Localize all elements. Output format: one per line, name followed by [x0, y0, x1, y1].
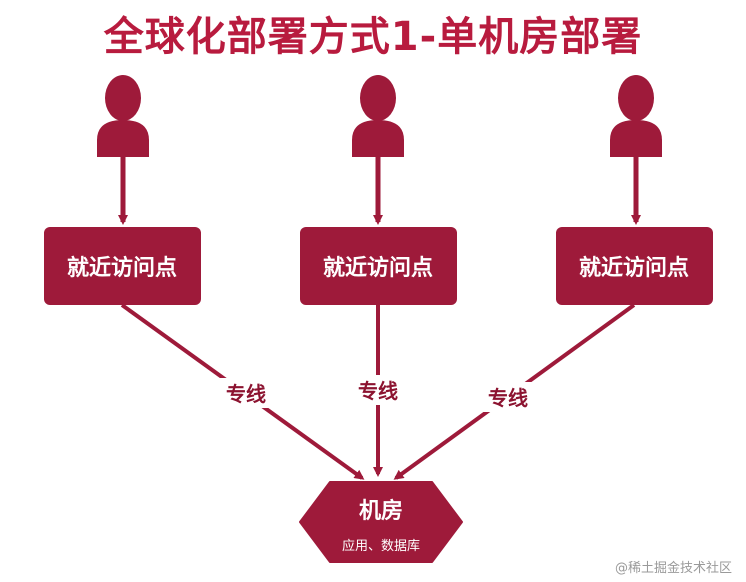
diagram-title: 全球化部署方式1-单机房部署 [0, 4, 746, 62]
user-icon [97, 75, 149, 157]
user-icon [352, 75, 404, 157]
access-point-label: 就近访问点 [579, 255, 689, 281]
link-label: 专线 [358, 379, 398, 403]
watermark: @稀土掘金技术社区 [614, 561, 732, 576]
user-icon [610, 75, 662, 157]
access-point-label: 就近访问点 [323, 255, 433, 281]
datacenter-label: 机房 [359, 498, 403, 524]
title-part1: 全球化部署方式1 [103, 14, 420, 60]
access-point-node: 就近访问点 [44, 227, 201, 305]
datacenter-node: 机房 应用、数据库 [299, 481, 463, 563]
link-label-group: 专线 [218, 378, 274, 408]
access-point-node: 就近访问点 [556, 227, 713, 305]
title-part2: 单机房部署 [437, 14, 643, 60]
link-label-group: 专线 [350, 375, 406, 405]
access-point-label: 就近访问点 [67, 255, 177, 281]
title-separator: - [419, 14, 438, 60]
access-point-node: 就近访问点 [300, 227, 457, 305]
link-label: 专线 [488, 386, 528, 410]
link-label-group: 专线 [480, 382, 536, 412]
link-label: 专线 [226, 382, 266, 406]
datacenter-sublabel: 应用、数据库 [342, 538, 420, 554]
